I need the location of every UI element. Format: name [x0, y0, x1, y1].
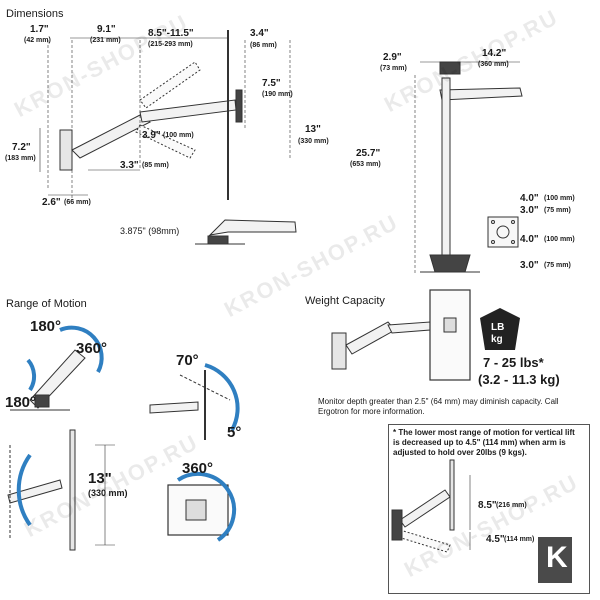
pole-arm-top: [439, 87, 523, 101]
dim-8-5-mm: (215-293 mm): [148, 41, 193, 48]
arm-upper-link: [139, 99, 237, 123]
arrow-tilt: [204, 363, 240, 431]
dim-9-1-mm: (231 mm): [90, 37, 121, 44]
footnote-box: [388, 424, 590, 594]
clamp-base: [207, 235, 229, 245]
dim-vesa-3-0-bottom-mm: (75 mm): [544, 262, 571, 269]
arrow-lift: [16, 453, 32, 527]
vesa-plate: [487, 216, 519, 248]
monitor-front: [429, 289, 471, 381]
dim-13-mm: (330 mm): [298, 138, 329, 145]
deg-360: 360°: [76, 340, 108, 357]
deg-70: 70°: [176, 352, 199, 369]
vesa-center: [496, 225, 510, 239]
arrow-360: [59, 325, 104, 373]
logo-letter: K: [546, 541, 568, 574]
dim-clamp: 3.875" (98mm): [120, 226, 179, 236]
dim-13: 13": [305, 124, 321, 135]
arrow-rotate: [176, 471, 237, 542]
weight-badge: [480, 308, 520, 350]
foot-8-5: 8.5": [478, 500, 497, 511]
weight-note: Monitor depth greater than 2.5" (64 mm) …: [318, 397, 559, 416]
dim-2-9-mm: (73 mm): [380, 65, 407, 72]
dim-clamp-mm: (98mm): [148, 226, 180, 236]
motion-arrows: [16, 325, 240, 542]
dim-3-3-mm: (85 mm): [142, 162, 169, 169]
foot-8-5-mm: (216 mm): [496, 502, 527, 509]
rot-360: 360°: [182, 460, 214, 477]
clamp-arm: [208, 219, 297, 236]
dim-vesa-4-0-mm: (100 mm): [544, 195, 575, 202]
weight-range-kg: (3.2 - 11.3 kg): [478, 372, 560, 387]
dim-7-2-mm: (183 mm): [5, 155, 36, 162]
dim-3-3: 3.3": [120, 160, 139, 171]
arm-lower-link: [71, 114, 151, 159]
dim-vesa-4-0: 4.0": [520, 193, 539, 204]
dim-8-5: 8.5"-11.5": [148, 28, 194, 39]
heading-weight-capacity: Weight Capacity: [305, 295, 385, 307]
dim-vesa-4-0-side-mm: (100 mm): [544, 236, 575, 243]
deg-180-bottom: 180°: [5, 394, 37, 411]
dim-25-7: 25.7": [356, 148, 381, 159]
arrow-180: [26, 358, 37, 392]
dim-3-4-mm: (86 mm): [250, 42, 277, 49]
dim-3-4: 3.4": [250, 28, 269, 39]
rom-lift-monitor: [69, 429, 76, 551]
dim-vesa-4-0-side: 4.0": [520, 234, 539, 245]
dim-7-5-mm: (190 mm): [262, 91, 293, 98]
dim-14-2-mm: (360 mm): [478, 61, 509, 68]
footnote-text: * The lower most range of motion for ver…: [393, 428, 575, 457]
dim-25-7-mm: (653 mm): [350, 161, 381, 168]
weight-range-lbs: 7 - 25 lbs*: [483, 355, 544, 370]
badge-lb: LB: [491, 322, 505, 333]
dim-1-7: 1.7": [30, 24, 49, 35]
dim-1-7-mm: (42 mm): [24, 37, 51, 44]
foot-4-5-mm: (114 mm): [504, 536, 535, 543]
foot-4-5: 4.5": [486, 534, 505, 545]
heading-dimensions: Dimensions: [6, 8, 64, 20]
monitor-bracket: [235, 89, 243, 123]
arm-lowered-ghost: [135, 124, 196, 159]
heading-range-of-motion: Range of Motion: [6, 298, 87, 310]
lift-13-mm: (330 mm): [88, 488, 128, 498]
wall-mount-plate: [59, 129, 73, 171]
dim-3-9-mm: (100 mm): [163, 132, 194, 139]
pole: [441, 77, 451, 269]
dim-2-6: 2.6": [42, 197, 61, 208]
dim-clamp-in: 3.875": [120, 226, 146, 236]
badge-kg: kg: [491, 334, 503, 345]
dim-9-1: 9.1": [97, 24, 116, 35]
rom-tilt-arm: [149, 401, 199, 414]
dim-2-9: 2.9": [383, 52, 402, 63]
arm-raised-ghost: [139, 61, 201, 109]
dim-3-9: 3.9": [142, 130, 161, 141]
lift-13: 13": [88, 470, 112, 487]
deg-5: 5°: [227, 424, 242, 441]
dim-vesa-3-0: 3.0": [520, 205, 539, 216]
logo-badge: [538, 537, 572, 583]
deg-180-top: 180°: [30, 318, 62, 335]
dim-7-5: 7.5": [262, 78, 281, 89]
dim-2-6-mm: (66 mm): [64, 199, 91, 206]
pole-base-clamp: [429, 254, 471, 273]
dim-vesa-3-0-bottom: 3.0": [520, 260, 539, 271]
dim-vesa-3-0-mm: (75 mm): [544, 207, 571, 214]
dim-7-2: 7.2": [12, 142, 31, 153]
dim-14-2: 14.2": [482, 48, 507, 59]
